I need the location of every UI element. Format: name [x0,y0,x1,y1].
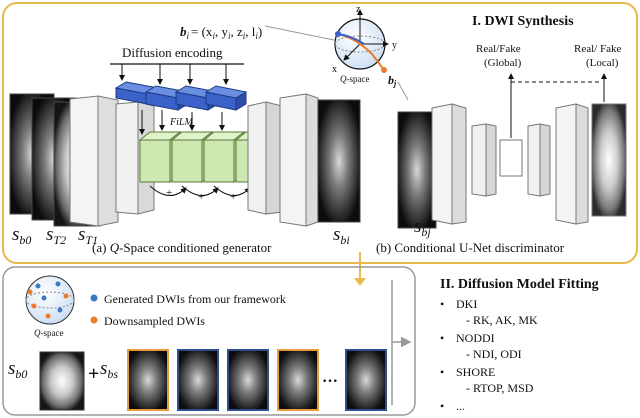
green-blocks [138,130,268,184]
bvector-formula: bi= (xi, yi, zi, li) [180,24,262,41]
qspace-label-bottom: Q-space [34,328,63,338]
encoder-layer-1-face [97,95,119,227]
disc-layer-4-face [575,103,589,225]
decoder-layers [247,93,319,227]
global-output-label-1: Real/Fake [476,43,521,55]
bottom-panel-border [2,266,416,416]
axis-x-label: x [332,64,337,75]
blue-blocks [114,81,248,111]
discriminator-input-image [397,111,437,229]
plus-sign-3: + [230,191,236,203]
disc-layer-3 [527,123,541,197]
decoder-layer-1 [247,101,267,215]
legend: Generated DWIs from our framework Downsa… [90,292,286,328]
label-sbi: sbi [333,224,350,247]
qspace-label-top: Q-space [340,74,369,84]
fitting-name-noddi: NODDI [456,331,495,345]
blue-block-4 [204,85,248,111]
label-sb0: sb0 [12,224,31,247]
legend-label-generated: Generated DWIs from our framework [104,292,286,306]
label-st2: sT2 [46,224,66,247]
section-title-model-fitting: II. Diffusion Model Fitting [440,277,599,292]
disc-bottleneck [499,139,523,177]
label-bottom-sbs: sbs [100,358,118,381]
bottom-image-b0 [39,351,85,411]
local-output-label-1: Real/ Fake [574,43,621,55]
local-output-label-2: (Local) [586,57,619,69]
bottom-plus: + [88,363,99,385]
dwi-image-2 [177,349,219,411]
axis-y-label: y [392,40,397,51]
fitting-name-dki: DKI [456,297,477,311]
decoder-layer-2 [279,93,307,227]
legend-dot-downsampled [90,316,98,324]
fitting-name-shore: SHORE [456,365,495,379]
bottom-dwi-images [127,349,387,411]
bj-to-discriminator-line [397,81,409,101]
bottom-ellipsis: ··· [322,373,338,390]
bvector-to-sphere-connector [264,25,335,41]
encoder-layer-2 [115,101,139,215]
qspace-sphere-top [334,9,389,73]
axis-z-label: z [356,4,361,15]
disc-layer-2 [471,123,487,197]
disc-layer-1-face [451,103,467,225]
fitting-detail-dki: - RK, AK, MK [466,313,538,327]
film-label: FiLM [169,117,193,128]
fitting-bullet-4: • [440,399,444,413]
label-st1: sT1 [78,224,98,247]
local-output-map [591,103,627,217]
disc-layer-4 [555,103,577,225]
global-output-label-2: (Global) [484,57,522,69]
input-labels: sb0 sT2 sT1 [12,224,98,247]
fitting-bullet-2: • [440,331,444,345]
discriminator [397,103,627,229]
legend-dot-generated [90,294,98,302]
dwi-image-5 [345,349,387,411]
fitting-detail-noddi: - NDI, ODI [466,347,522,361]
fitting-list: • DKI - RK, AK, MK • NODDI - NDI, ODI • … [440,297,538,413]
discriminator-caption: (b) Conditional U-Net discriminator [376,240,565,255]
dwi-image-3 [227,349,269,411]
generator-caption: (a) Q-Space conditioned generator [92,240,272,255]
svg-text:bi= (xi, yi, zi, li): bi= (xi, yi, zi, li) [180,24,262,41]
disc-layer-2-face [485,123,497,197]
fitting-name-more: ... [456,399,465,413]
film-arrows [139,110,225,135]
skip-arcs [149,185,251,196]
disc-layer-1 [431,103,453,225]
dwi-image-1 [127,349,169,411]
fitting-bullet-3: • [440,365,444,379]
diffusion-encoding-label: Diffusion encoding [122,45,223,60]
bj-label: bj [388,73,397,88]
qspace-sphere-bottom [25,275,75,325]
fitting-detail-shore: - RTOP, MSD [466,381,534,395]
label-bottom-sb0: sb0 [8,358,27,381]
output-image-bi [317,99,361,223]
disc-layer-3-face [539,123,551,197]
encoder-layer-1 [69,95,99,227]
section-title-dwi-synthesis: I. DWI Synthesis [472,14,574,29]
dwi-image-4 [277,349,319,411]
decoder-layer-2-face [305,93,319,227]
plus-sign-1: + [166,187,172,199]
fitting-bullet-1: • [440,297,444,311]
encoding-arrows [119,64,229,85]
top-panel-border [2,2,638,264]
legend-label-downsampled: Downsampled DWIs [104,314,205,328]
label-sbj: sbj [414,216,431,239]
plus-sign-2: + [198,191,204,203]
panel-connector-arrowhead [354,278,366,286]
